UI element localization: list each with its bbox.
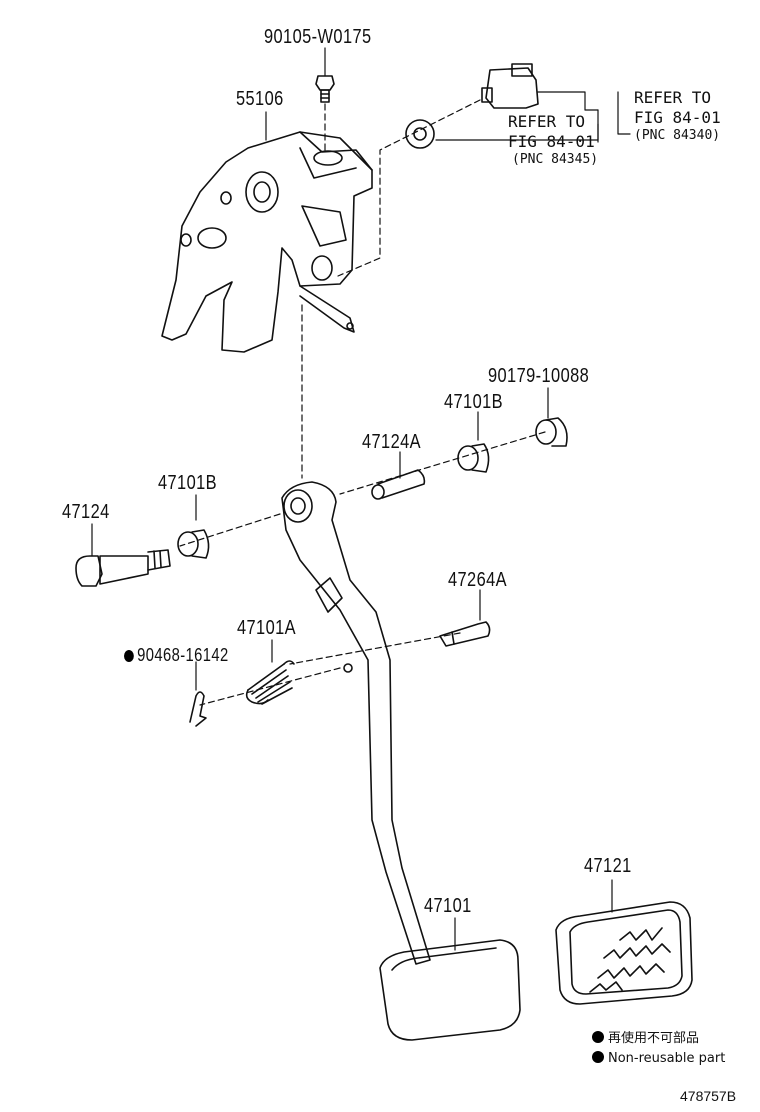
spring-47101a-icon <box>245 660 295 705</box>
legend-jp-text: 再使用不可部品 <box>608 1031 700 1046</box>
legend-dot-icon <box>592 1051 604 1063</box>
label-47124a: 47124A <box>362 431 422 453</box>
diagram-code: 478757B <box>680 1088 737 1104</box>
bolt-90105-w0175-icon <box>315 75 335 103</box>
ref2-line2: FIG 84-01 <box>508 132 595 151</box>
stop-lamp-switch-icon <box>481 63 539 109</box>
label-47101b-top: 47101B <box>444 391 504 413</box>
collar-47124a-icon <box>371 469 426 500</box>
bushing-47101b-left-icon <box>177 529 210 559</box>
pin-47264a-icon <box>439 621 491 647</box>
label-47101a: 47101A <box>237 617 297 639</box>
pedal-pad-47121-icon <box>555 901 693 1005</box>
label-90468-16142-text: 90468-16142 <box>137 645 229 665</box>
legend-jp: 再使用不可部品 <box>592 1031 699 1045</box>
label-90105-w0175: 90105-W0175 <box>264 26 372 48</box>
cushion-icon <box>405 119 435 149</box>
label-47264a: 47264A <box>448 569 508 591</box>
ref1-pnc: (PNC 84340) <box>634 128 721 143</box>
ref2-line1: REFER TO <box>508 112 586 131</box>
legend-en: Non-reusable part <box>592 1051 725 1065</box>
label-47124: 47124 <box>62 501 110 523</box>
ref2-pnc: (PNC 84345) <box>512 152 599 167</box>
assembly-lines <box>91 47 631 951</box>
label-90179-10088: 90179-10088 <box>488 365 590 387</box>
pedal-bracket-55106-icon <box>161 131 373 353</box>
label-55106: 55106 <box>236 88 284 110</box>
clip-90468-16142-icon <box>189 691 207 727</box>
non-reusable-dot-icon <box>124 650 134 662</box>
pedal-arm-47101-icon <box>281 481 521 1041</box>
legend-dot-icon <box>592 1031 604 1043</box>
bushing-47101b-top-icon <box>457 443 490 473</box>
legend-en-text: Non-reusable part <box>608 1051 726 1066</box>
label-47101: 47101 <box>424 895 472 917</box>
bolt-47124-icon <box>75 549 171 587</box>
label-47121: 47121 <box>584 855 632 877</box>
bushing-90179-10088-icon <box>535 417 568 447</box>
ref1-line1: REFER TO <box>634 88 712 107</box>
label-90468-16142: 90468-16142 <box>124 646 229 664</box>
ref1-line2: FIG 84-01 <box>634 108 721 127</box>
label-47101b-left: 47101B <box>158 472 218 494</box>
